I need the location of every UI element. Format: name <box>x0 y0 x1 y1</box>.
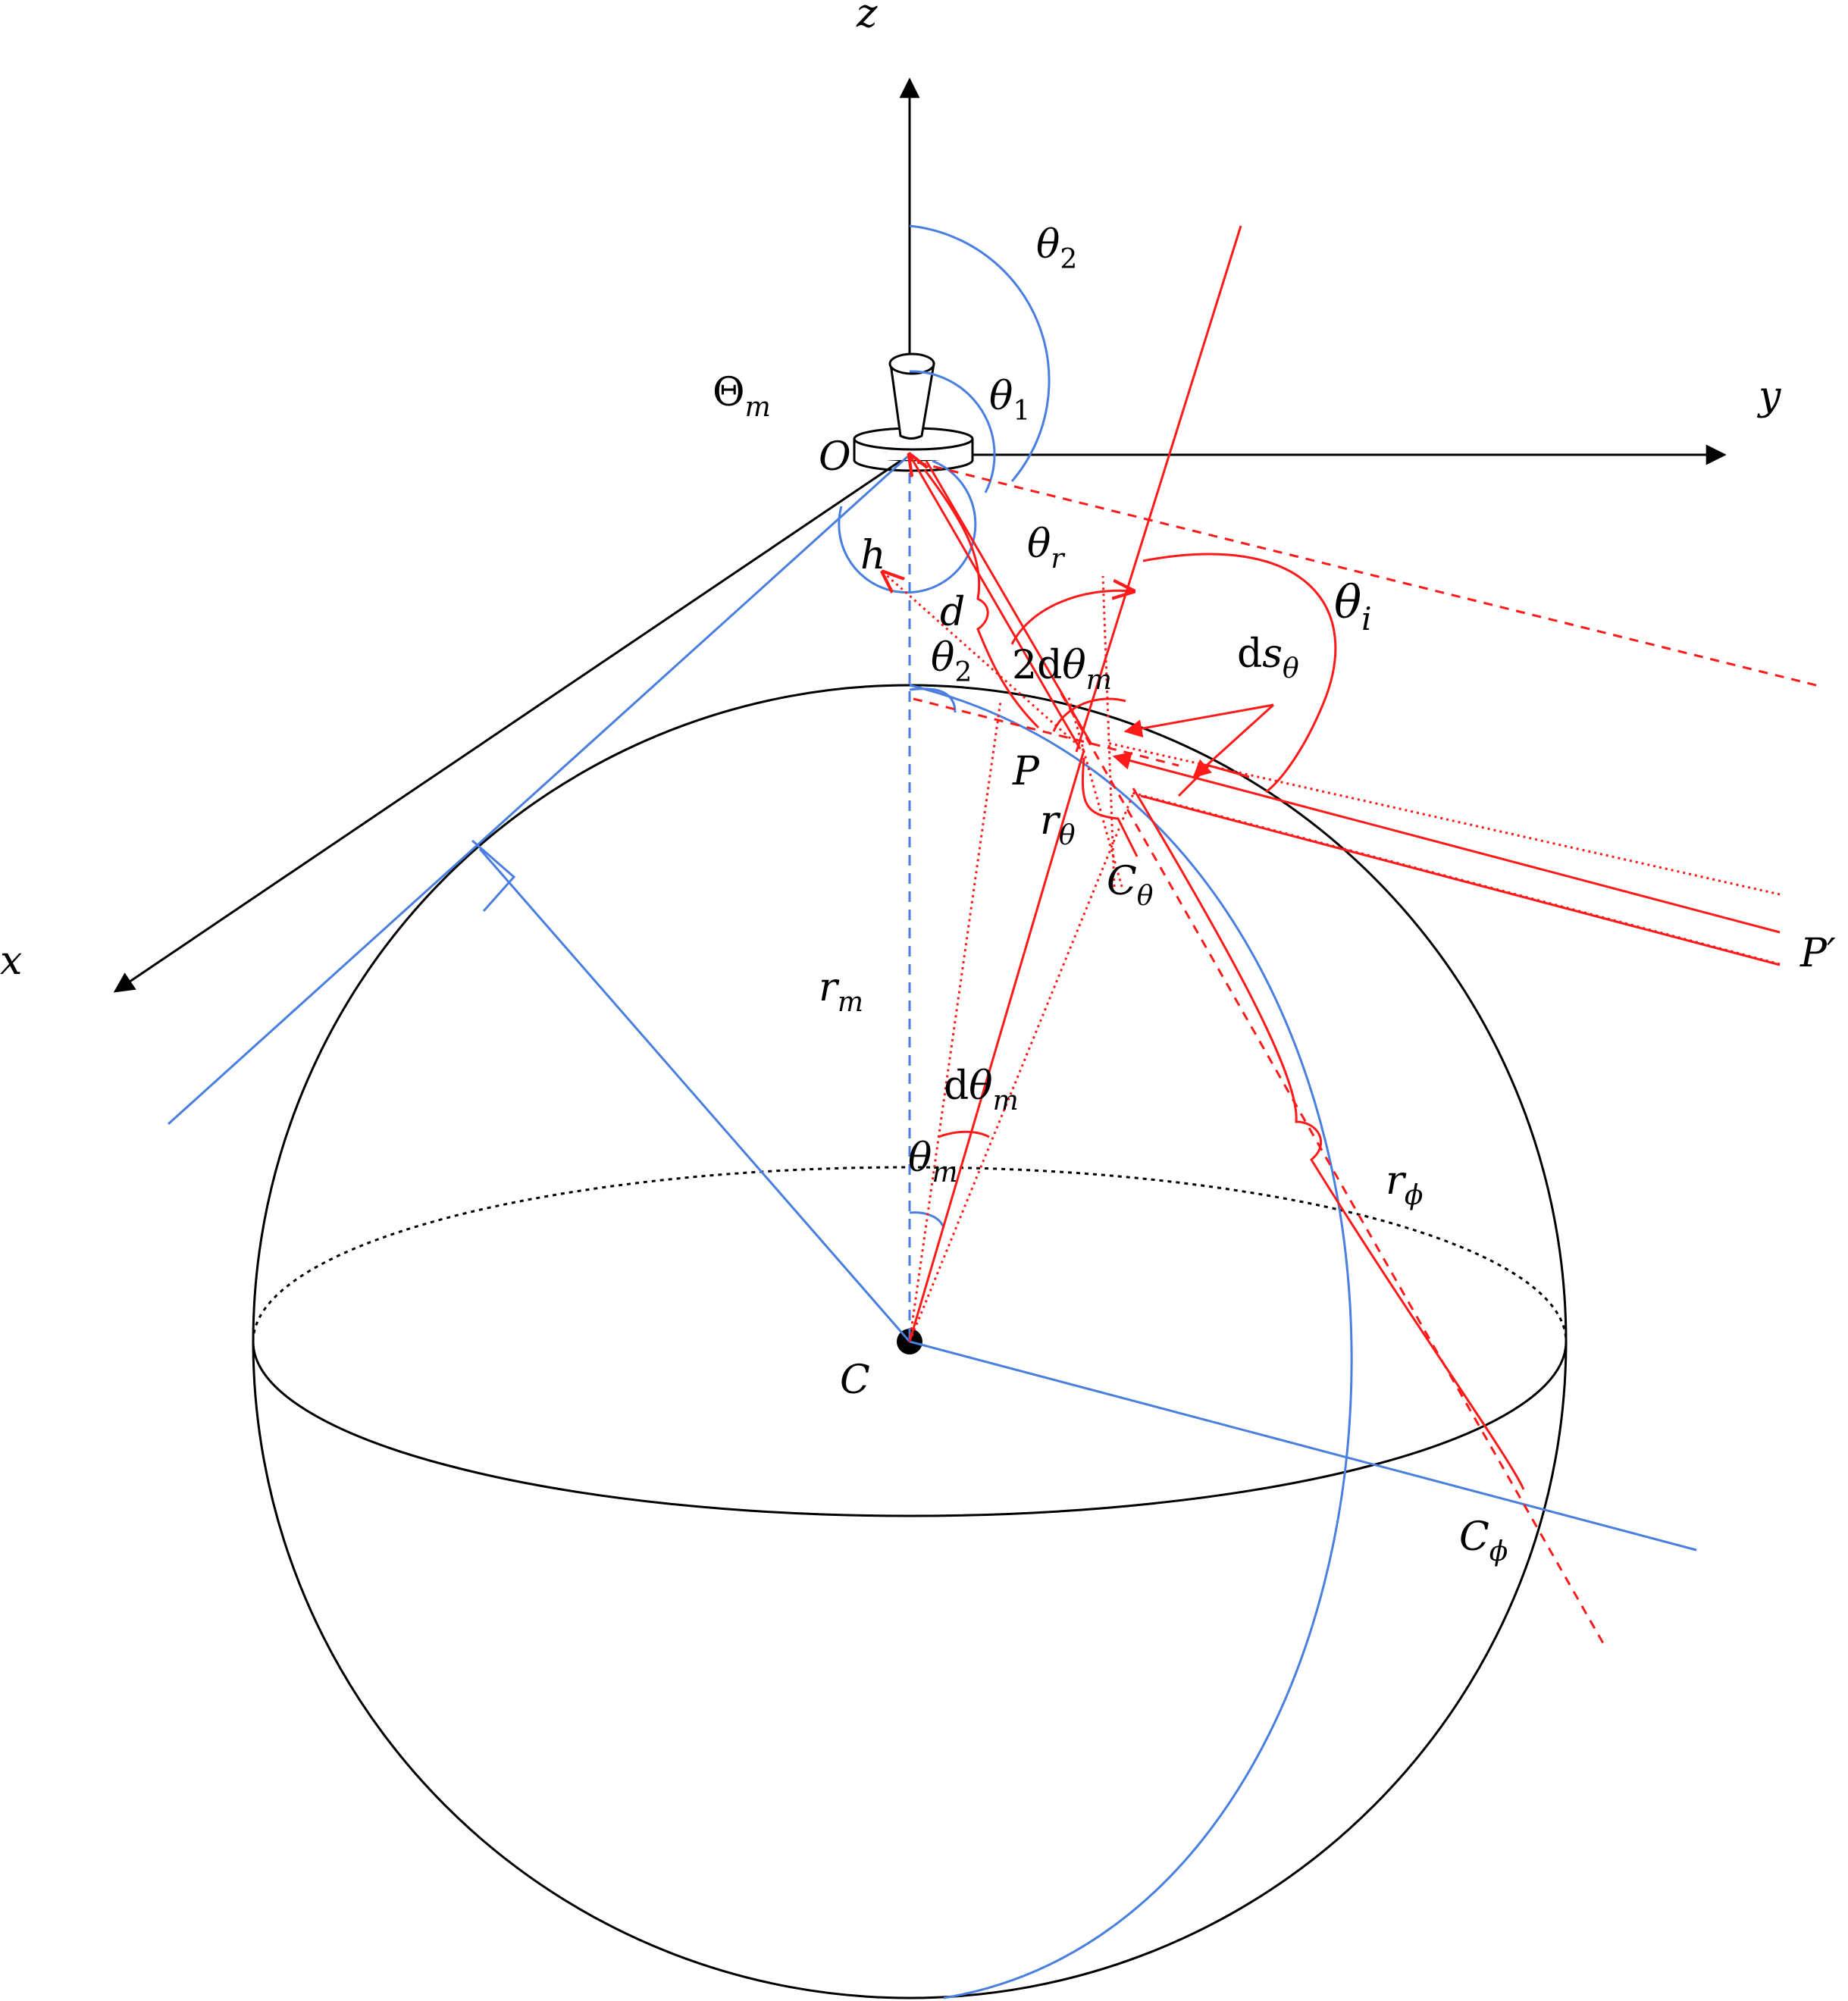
center-label: C <box>840 1357 870 1403</box>
ds-theta-marker <box>1177 764 1250 797</box>
equator-back-dotted <box>252 1166 1568 1342</box>
r-phi-label: rϕ <box>1386 1158 1423 1211</box>
theta-1-arc <box>909 370 996 493</box>
c-theta-dotted-2 <box>1067 697 1123 888</box>
theta-r-arc <box>1010 590 1133 645</box>
theta-m-label: θm <box>908 1135 957 1188</box>
c-theta-dotted-1 <box>1101 575 1116 888</box>
c-phi-label: Cϕ <box>1459 1514 1508 1567</box>
ds-theta-line-2 <box>1192 703 1275 778</box>
d-theta-m-label: dθm <box>944 1063 1019 1116</box>
two-d-theta-m-label: 2dθm <box>1012 643 1112 696</box>
c-dotted-2 <box>908 788 1137 1342</box>
meridian-arc <box>909 684 1353 1999</box>
big-theta-m-arc <box>838 459 977 594</box>
tangent-line-left <box>167 453 911 1126</box>
h-dotted-line <box>883 572 1085 752</box>
two-d-theta-m-arc <box>1052 697 1126 732</box>
red-geometry <box>883 225 1820 1644</box>
labels: z y x O C h d P P′ rm θ2 θ1 Θm θr θi θ2 … <box>0 0 1836 1567</box>
theta-1-label: θ1 <box>989 374 1030 427</box>
d-label: d <box>940 590 965 635</box>
p-label: P <box>1012 749 1040 794</box>
right-angle-marker <box>471 839 516 912</box>
theta-m-arc <box>909 1211 945 1229</box>
c-theta-label: Cθ <box>1107 859 1154 912</box>
brace-r-theta <box>1081 757 1139 857</box>
y-axis-label: y <box>1757 374 1781 419</box>
brace-r-phi <box>1132 788 1525 1490</box>
theta-i-arc <box>1142 553 1337 794</box>
ray-o-p-2 <box>925 460 1093 745</box>
ds-theta-label: dsθ <box>1237 631 1299 684</box>
ds-theta-line-1 <box>1123 703 1274 737</box>
x-axis-label: x <box>0 938 22 984</box>
sensor-normal-dashed <box>916 461 1820 687</box>
c-dotted-1 <box>908 700 1002 1342</box>
x-axis-line <box>113 453 910 993</box>
incident-ray-top <box>1075 225 1242 753</box>
c-to-p-solid <box>908 750 1085 1342</box>
equator-front <box>252 1341 1568 1517</box>
r-theta-label: rθ <box>1040 798 1076 851</box>
radius-to-tangent <box>478 848 911 1342</box>
d-theta-m-arc-lower <box>938 1130 990 1138</box>
ray-o-p-1 <box>910 455 1082 750</box>
theta-2-mid-label: θ2 <box>931 635 972 688</box>
z-axis-label: z <box>856 0 878 36</box>
theta-i-label: θi <box>1334 576 1372 637</box>
theta-2-top-arc <box>909 224 1051 482</box>
radius-to-c-phi <box>909 1340 1697 1552</box>
theta-2-mid-arc <box>909 687 957 713</box>
p-prime-label: P′ <box>1799 931 1836 976</box>
h-label: h <box>860 533 886 578</box>
r-m-label: rm <box>819 965 863 1018</box>
theta-2-top-label: θ2 <box>1036 222 1077 275</box>
brace-d <box>923 469 1040 729</box>
surface-tangent-dashed <box>913 697 1179 767</box>
ray-p-prime-main <box>1112 751 1781 934</box>
blue-geometry <box>167 224 1697 1999</box>
origin-label: O <box>819 434 851 480</box>
theta-r-label: θr <box>1027 521 1065 575</box>
big-theta-m-label: Θm <box>713 370 771 423</box>
